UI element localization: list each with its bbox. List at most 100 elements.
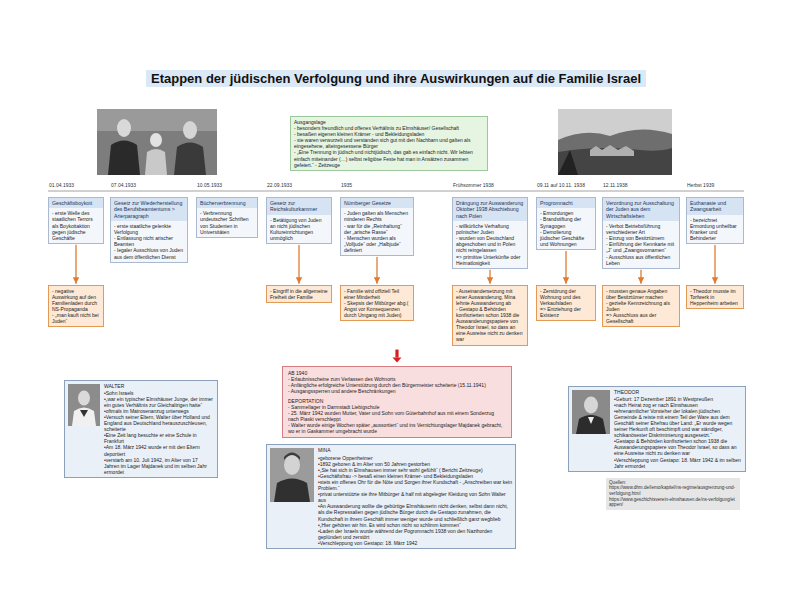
node-text: - legaler Ausschluss von Juden aus dem ö…: [114, 247, 184, 259]
photo-head: [584, 396, 598, 413]
effect-box: - Auseinandersetzung mit einer Auswander…: [452, 285, 528, 346]
node-text: - Einzug von Besitztümern: [606, 235, 676, 241]
portrait-photo: [572, 390, 610, 434]
photo-ground: [572, 390, 610, 434]
portrait-photo: [270, 448, 314, 502]
source-box: Quellen:https://www.dhm.de/lemo/kapitel/…: [606, 478, 740, 510]
person-box: MINA•geborene Oppenheimer•1892 geboren &…: [266, 444, 516, 549]
node-text: - Verbrennung undeutscher Schriften von …: [200, 210, 254, 234]
node-heading: AB 1940: [288, 370, 506, 376]
node-heading: - negative Auswirkung auf den Familienla…: [52, 288, 100, 312]
node-text: - erste Welle des staatlichen Terrors al…: [52, 210, 100, 240]
node-text: •Sohn Israels: [104, 390, 214, 396]
family-photo: [97, 109, 217, 175]
event-box: Nürnberger Gesetze- Juden galten als Men…: [340, 197, 414, 256]
timeline-line: [48, 191, 744, 192]
node-text: => primitive Unterkünfte oder Heimatlosi…: [456, 254, 524, 266]
photo-body: [72, 407, 96, 426]
node-heading: - Eingriff in die allgemeine Freiheit de…: [270, 288, 328, 300]
node-text: •1892 geboren & im Alter von 50 Jahren g…: [318, 461, 512, 467]
photo-head: [78, 390, 90, 405]
timeline-date: Herbst 1939: [687, 182, 714, 188]
event-box: Progromnacht - Ermordungen- Brandstiftung…: [536, 197, 596, 250]
photo-body: [174, 143, 206, 176]
arrow-connector: [714, 245, 715, 284]
node-heading: Gesetz zur Reichskulturkammer: [267, 198, 331, 215]
node-text: - erste staatliche gelenkte Verfolgung: [114, 223, 184, 235]
photo-hills: [558, 129, 672, 175]
landscape-photo: [558, 109, 672, 175]
node-heading: Progromnacht: [537, 198, 595, 208]
node-text: •Verschleppung von Gestapo: 18. März 194…: [614, 457, 742, 469]
event-box: Drängung zur Auswanderung Oktober 1938 A…: [452, 197, 528, 269]
node-text: •Geburt: 17 Dezember 1891 in Westpreußen: [614, 396, 742, 402]
photo-village: [590, 145, 634, 156]
photo-ground: [68, 384, 100, 426]
arrow-connector: [376, 257, 377, 284]
timeline-date: 07.04.1933: [111, 182, 136, 188]
node-text: •privat unterstützte sie ihre Mitbürger …: [318, 491, 512, 503]
photo-body: [576, 415, 606, 434]
arrow-connector: [75, 245, 76, 284]
node-text: - Ausschluss aus öffentlichen Leben: [606, 254, 676, 266]
node-text: - war für die „Reinhaltung“ der „arische…: [344, 223, 410, 235]
event-box: Bücherverbrennung- Verbrennung undeutsch…: [196, 197, 258, 238]
effect-box: - Familie wird offiziell Teil einer Mind…: [340, 285, 414, 321]
photo-sky: [558, 109, 672, 175]
red-arrow-shaft: [395, 350, 398, 358]
node-text: •stets ein offenes Ohr für die Nöte und …: [318, 479, 512, 491]
node-text: •Am 18. März 1942 wurde er mit den Elter…: [104, 444, 214, 456]
node-text: - „man kauft nicht bei Juden“: [52, 312, 100, 324]
arrow-connector: [565, 251, 566, 284]
person-box: WALTER•Sohn Israels•„war ein typischer E…: [64, 380, 218, 478]
node-text: - Ausgangssperren und andere Beschränkun…: [288, 388, 506, 394]
node-text: - Ermordungen: [540, 210, 592, 216]
timeline-date: 12.11.1938: [603, 182, 628, 188]
node-text: - Entlassung nicht arischer Beamten: [114, 235, 184, 247]
node-text: •geborene Oppenheimer: [318, 455, 512, 461]
node-text: - Menschen wurden als „Volljude“ oder „H…: [344, 235, 410, 253]
effect-box: - negative Auswirkung auf den Familienla…: [48, 285, 104, 328]
node-text: •Versuch seiner Eltern, Walter über Holl…: [104, 414, 214, 432]
node-text: •„Hier gehören wir hin. Es wird schon ni…: [318, 522, 512, 528]
node-heading: - mussten genaue Angaben über Besitztüme…: [606, 288, 676, 300]
timeline-date: Frühsommer 1938: [453, 182, 494, 188]
timeline-date: 10.05.1933: [197, 182, 222, 188]
event-box: Gesetz zur Reichskulturkammer- Betätigun…: [266, 197, 332, 244]
event-box: Geschäftsboykott- erste Welle des staatl…: [48, 197, 104, 244]
node-text: •„war ein typischer Elmshäuser Junge, de…: [104, 396, 214, 408]
event-box: Gesetz zur Wiederherstellung des Berufsb…: [110, 197, 188, 263]
node-heading: Ausgangslage: [294, 119, 484, 125]
node-heading: WALTER: [104, 383, 214, 389]
node-text: - wurden von Deutschland abgeschoben und…: [456, 235, 524, 253]
node-text: •Laden der Israels wurde während der Pog…: [318, 528, 512, 540]
node-text: - Skepsis der Mitbürger abg.( Angst vor …: [344, 300, 410, 318]
node-heading: - Auseinandersetzung mit einer Auswander…: [456, 288, 524, 306]
node-text: - „Eine Trennung in jüdisch und nichtjüd…: [294, 149, 484, 167]
timeline-date: 01.04.1933: [49, 182, 74, 188]
portrait-photo: [68, 384, 100, 426]
node-text: •verstarb am 10. Juli 1942, im Alter von…: [104, 457, 214, 475]
photo-hair: [284, 453, 300, 461]
node-text: https://www.geschichtsverein-elmshausen.…: [609, 497, 737, 508]
node-heading: Gesetz zur Wiederherstellung des Berufsb…: [111, 198, 187, 221]
node-heading: THEODOR: [614, 389, 742, 395]
effect-box: - Eingriff in die allgemeine Freiheit de…: [266, 285, 332, 303]
node-text: - Brandstiftung der Synagogen: [540, 216, 592, 228]
photo-body: [108, 141, 140, 176]
node-text: - Einführung der Kennkarte mit „J“ und „…: [606, 241, 676, 253]
node-heading: Drängung zur Auswanderung Oktober 1938 A…: [453, 198, 527, 221]
timeline-date: 09.11 auf 10.11. 1938: [537, 182, 585, 188]
photo-head: [150, 133, 162, 147]
photo-head: [117, 119, 131, 137]
node-text: https://www.dhm.de/lemo/kapitel/ns-regim…: [609, 485, 737, 496]
effect-box: - mussten genaue Angaben über Besitztüme…: [602, 285, 680, 328]
node-text: - Sammellager in Darmstadt Liebigschule: [288, 404, 506, 410]
photo-tree: [558, 150, 578, 175]
node-text: - 25. März 1942 wurden Mutter, Vater und…: [288, 410, 506, 422]
node-heading: Euthanasie und Zwangsarbeit: [687, 198, 743, 215]
node-text: => Entziehung der Existenz: [540, 306, 592, 318]
node-text: - Verbot Betriebsführung verschiedener A…: [606, 223, 676, 235]
node-text: •nach Heirat zog er nach Elmshausen: [614, 402, 742, 408]
